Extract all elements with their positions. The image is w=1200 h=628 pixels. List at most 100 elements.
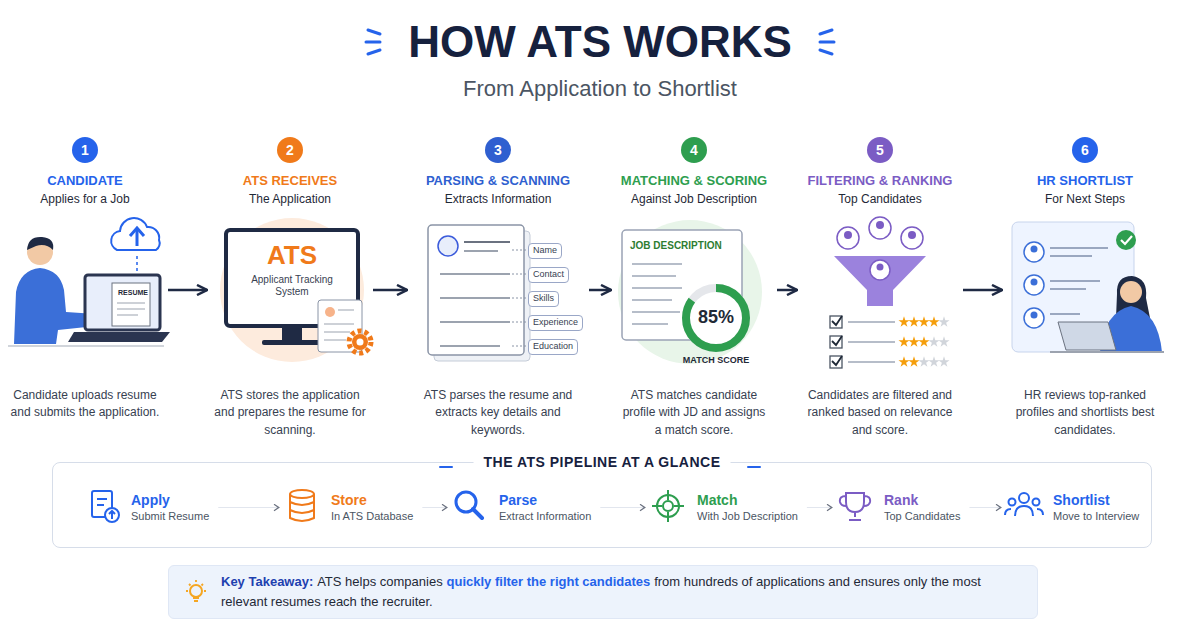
step-description: Candidate uploads resume and submits the… — [5, 387, 165, 422]
candidate-illustration-part — [136, 256, 138, 272]
step-subheading: Extracts Information — [410, 192, 586, 206]
ats-monitor-illustration-part — [352, 334, 368, 350]
step-column: 5FILTERING & RANKINGTop CandidatesCandid… — [800, 135, 960, 445]
field-tag-text: Experience — [533, 317, 578, 329]
step-column: 6HR SHORTLISTFor Next StepsHR reviews to… — [1005, 135, 1165, 445]
pipeline-icons-part — [290, 490, 314, 498]
pipeline-icons-part — [1019, 493, 1029, 503]
pipeline-chevron — [422, 507, 446, 508]
filtering-illustration — [830, 217, 950, 368]
parsing-illustration — [428, 225, 530, 361]
step-heading: FILTERING & RANKING — [800, 173, 960, 188]
parsing-illustration-part — [464, 241, 510, 243]
step-subheading: Applies for a Job — [5, 192, 165, 206]
matching-illustration-part-part — [632, 287, 682, 289]
shortlist-illustration-part — [1050, 351, 1164, 353]
step-number-text: 6 — [1072, 137, 1098, 163]
filtering-illustration-part — [848, 322, 895, 362]
illustration-label: RESUME — [118, 289, 148, 297]
illustration-label: Applicant Tracking System — [244, 274, 340, 298]
pipeline-step-detail: Move to Interview — [1053, 509, 1139, 524]
step-column: 2ATS RECEIVESThe ApplicationATS stores t… — [210, 135, 370, 445]
rating-star — [898, 356, 909, 367]
step-description: Candidates are filtered and ranked based… — [800, 387, 960, 439]
parsing-illustration-part-part — [512, 322, 526, 323]
illustration-label: ATS — [267, 240, 317, 271]
step-subheading: For Next Steps — [1005, 192, 1165, 206]
takeaway-band: Key Takeaway:ATS helps companiesquickly … — [168, 565, 1038, 619]
pipeline-chevron — [218, 507, 278, 508]
field-tag-text: Contact — [533, 269, 564, 281]
ats-monitor-illustration-part — [220, 218, 364, 362]
illustration-label: 85% — [698, 307, 734, 329]
rating-star — [908, 316, 919, 327]
candidate-illustration-part — [117, 303, 145, 304]
title-decor-part — [368, 30, 380, 34]
bulb-icon — [181, 577, 211, 607]
shortlist-illustration-part-part — [1024, 242, 1044, 262]
shortlist-illustration-part-part — [1050, 280, 1100, 282]
flow-arrow — [373, 289, 407, 292]
parsing-illustration-part-part — [512, 250, 526, 251]
takeaway-highlight: quickly filter the right candidates — [447, 574, 651, 589]
pipeline-icons-part — [663, 501, 673, 511]
matching-illustration-part — [618, 220, 762, 364]
shortlist-illustration-part — [1120, 281, 1142, 303]
step-column: 3NameContactSkillsExperienceEducationPAR… — [410, 135, 586, 445]
matching-illustration-part-part — [632, 311, 680, 313]
pipeline-icons-part — [840, 493, 870, 520]
pipeline-chevron — [969, 507, 1000, 508]
pipeline-step: RankTop Candidates — [840, 491, 960, 524]
pipeline-step-name: Store — [331, 491, 413, 509]
matching-illustration-part-part — [632, 323, 668, 325]
candidate-illustration-part — [8, 345, 164, 347]
title-decor-part — [366, 41, 380, 44]
candidate-illustration-part — [111, 218, 159, 250]
pipeline-icons-part — [290, 494, 314, 521]
candidate-illustration-part — [136, 230, 139, 246]
rating-star — [908, 356, 919, 367]
shortlist-illustration-part-part — [1031, 312, 1038, 319]
pipeline-step-name: Shortlist — [1053, 491, 1139, 509]
pipeline-icons-part — [1009, 499, 1016, 506]
candidate-illustration-part — [68, 332, 170, 342]
ats-monitor-illustration-part — [262, 340, 322, 345]
step-heading: MATCHING & SCORING — [614, 173, 774, 188]
subtitle: From Application to Shortlist — [463, 76, 737, 102]
step-subheading: Against Job Description — [614, 192, 774, 206]
candidate-illustration-part — [117, 309, 145, 310]
matching-illustration-part — [686, 288, 746, 348]
step-number: 2 — [277, 137, 303, 163]
step-number: 6 — [1072, 137, 1098, 163]
pipeline-step: MatchWith Job Description — [653, 491, 798, 524]
matching-illustration-part — [686, 288, 746, 348]
parsing-illustration-part — [428, 225, 524, 355]
filtering-illustration-part-part — [832, 316, 842, 325]
step-number-text: 1 — [72, 137, 98, 163]
filtering-illustration-part-part — [848, 341, 895, 343]
step-heading: CANDIDATE — [5, 173, 165, 188]
step-number-text: 3 — [485, 137, 511, 163]
step-number-text: 2 — [277, 137, 303, 163]
filtering-illustration-part — [834, 256, 926, 306]
rating-star — [938, 356, 949, 367]
step-subheading: The Application — [210, 192, 370, 206]
filtering-illustration-part-part — [830, 356, 842, 368]
pipeline-step-detail: With Job Description — [697, 509, 798, 524]
step-heading: ATS RECEIVES — [210, 173, 370, 188]
filtering-illustration-part — [837, 227, 859, 249]
step-description: ATS parses the resume and extracts key d… — [410, 387, 586, 439]
pipeline-step-name: Rank — [884, 491, 960, 509]
step-number: 4 — [681, 137, 707, 163]
parsing-illustration-part — [438, 236, 458, 256]
illustration-label: MATCH SCORE — [683, 355, 749, 366]
filtering-illustration-part — [908, 231, 916, 239]
field-tag-text: Name — [533, 245, 557, 257]
shortlist-illustration-part — [1031, 246, 1038, 319]
ats-monitor-illustration-part — [324, 332, 350, 333]
shortlist-illustration-part-part — [1024, 308, 1044, 328]
filtering-illustration-part — [869, 217, 891, 239]
field-tag: Name — [528, 243, 562, 259]
pipeline-step-name: Match — [697, 491, 798, 509]
